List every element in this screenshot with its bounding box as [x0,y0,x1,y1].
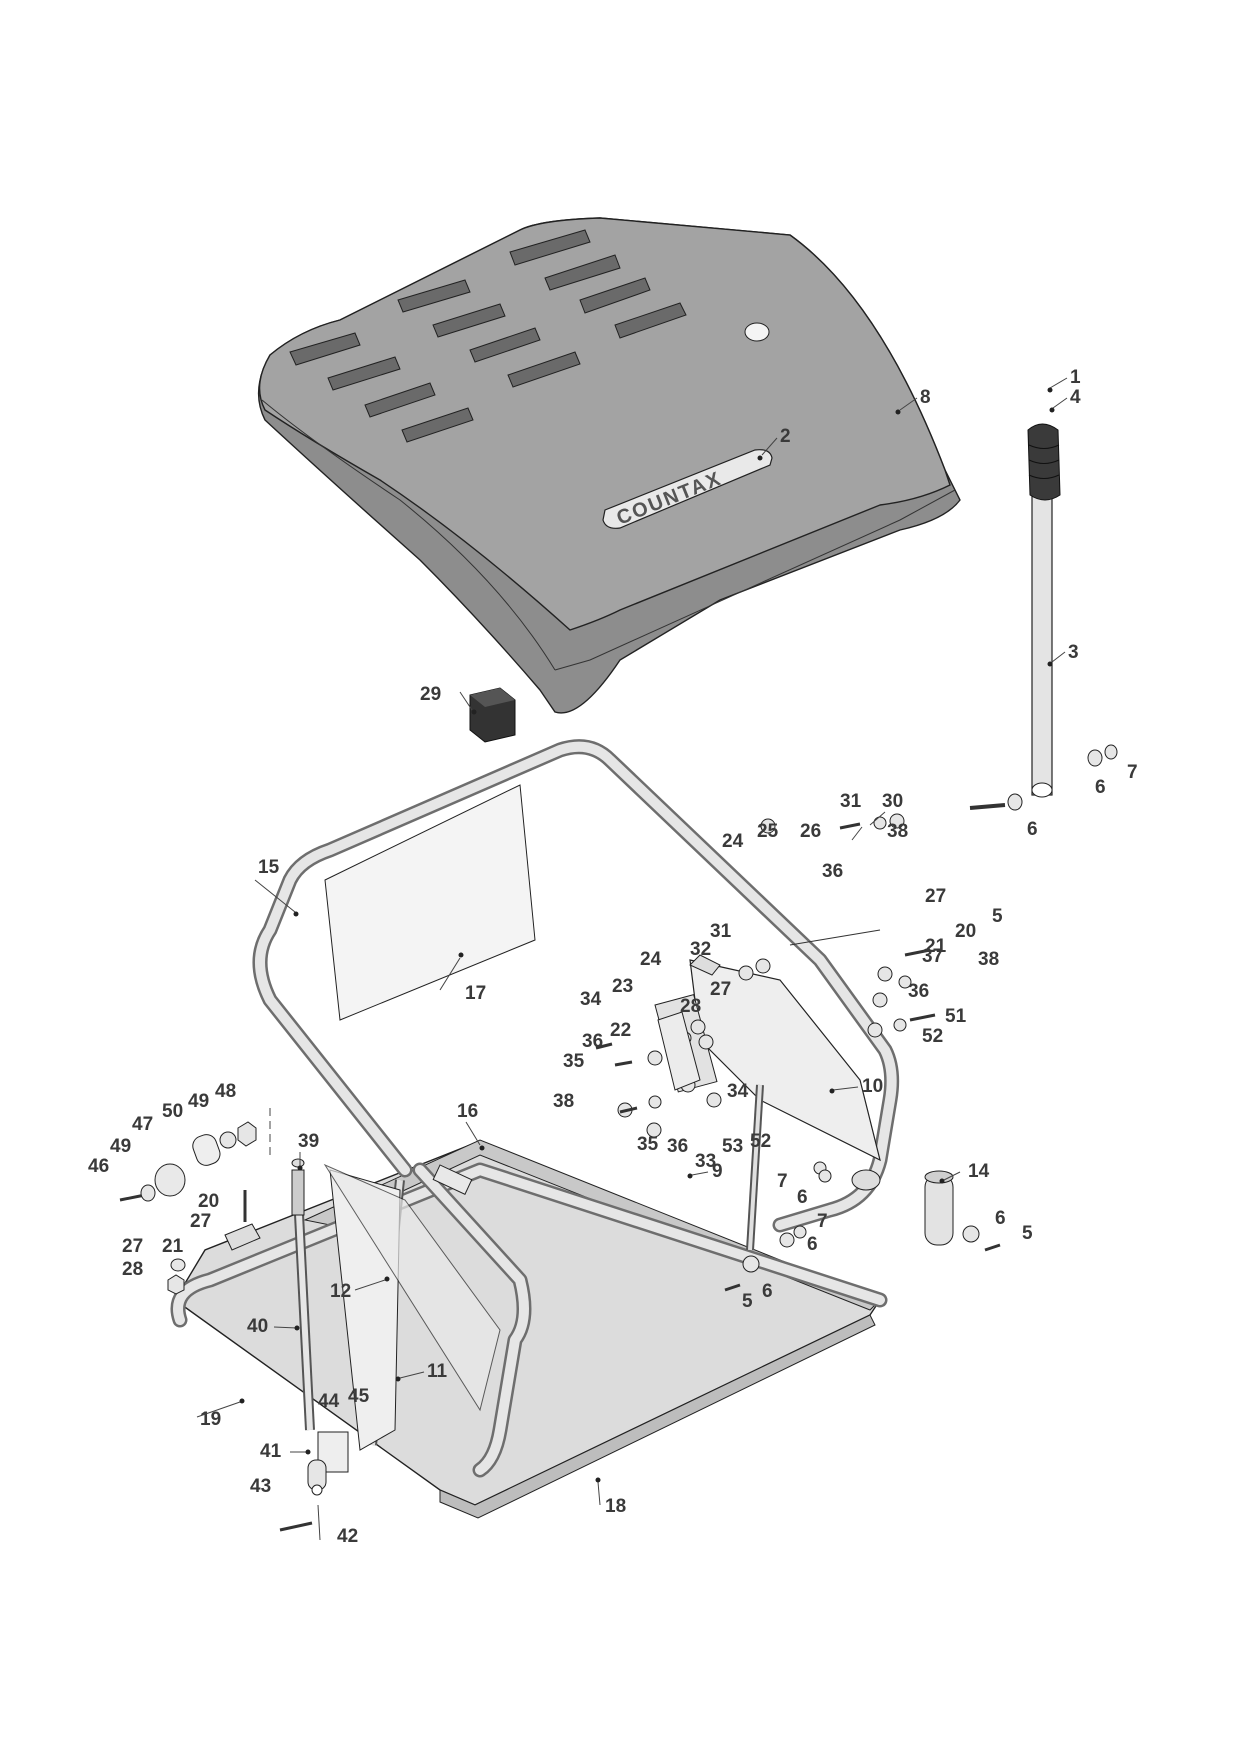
callout-6c: 6 [797,1187,808,1208]
callout-8: 8 [920,387,931,408]
callout-27a: 27 [925,886,946,907]
callout-49b: 49 [110,1136,131,1157]
callout-38a: 38 [887,821,908,842]
callout-6a: 6 [1095,777,1106,798]
callout-53: 53 [722,1136,743,1157]
callout-labels: 1 2 3 4 5 5 5 6 6 6 6 6 6 7 7 7 8 9 10 1… [88,367,1138,1547]
callout-6d: 6 [807,1234,818,1255]
leader-lines [196,377,1068,1541]
callout-50: 50 [162,1101,183,1122]
callout-26: 26 [800,821,821,842]
callout-52b: 52 [750,1131,771,1152]
callout-32: 32 [690,939,711,960]
callout-22: 22 [610,1020,631,1041]
seat-base-rails [317,1162,532,1478]
callout-30: 30 [882,791,903,812]
callout-6f: 6 [995,1208,1006,1229]
callout-24a: 24 [722,831,744,852]
seat-frame-part-15 [252,739,900,1233]
callout-2: 2 [780,426,791,447]
callout-29: 29 [420,684,441,705]
callout-52a: 52 [922,1026,943,1047]
callout-12: 12 [330,1281,351,1302]
callout-39: 39 [298,1131,319,1152]
callout-6b: 6 [1027,819,1038,840]
right-fastener-group [279,744,1118,1532]
callout-47: 47 [132,1114,153,1135]
callout-28a: 28 [680,996,701,1017]
callout-20b: 20 [198,1191,219,1212]
callout-6e: 6 [762,1281,773,1302]
left-fastener-group [119,1108,271,1295]
callout-45: 45 [348,1386,370,1407]
callout-5a: 5 [992,906,1003,927]
callout-41: 41 [260,1441,282,1462]
callout-16: 16 [457,1101,478,1122]
rubber-block-part-29 [469,687,516,743]
callout-11: 11 [427,1361,448,1382]
lever-handle-part-3 [1027,423,1061,798]
callout-37: 37 [922,946,943,967]
callout-27d: 27 [122,1236,143,1257]
callout-27c: 27 [190,1211,211,1232]
callout-36c: 36 [582,1031,603,1052]
callout-31a: 31 [840,791,862,812]
callout-5c: 5 [742,1291,753,1312]
callout-38b: 38 [978,949,999,970]
support-tube-part-19 [170,1162,888,1328]
callout-36d: 36 [667,1136,688,1157]
callout-20a: 20 [955,921,976,942]
anchor-dots [239,387,1055,1483]
callout-21a: 21 [925,936,947,957]
callout-15: 15 [258,857,280,878]
callout-42: 42 [337,1526,358,1547]
callout-23: 23 [612,976,633,997]
hood-cover: COUNTAX [257,217,961,714]
callout-49a: 49 [188,1091,209,1112]
callout-9: 9 [712,1161,723,1182]
callout-17: 17 [465,983,486,1004]
callout-21b: 21 [162,1236,184,1257]
callout-38c: 38 [553,1091,574,1112]
callout-28b: 28 [122,1259,143,1280]
callout-7b: 7 [777,1171,788,1192]
callout-34a: 34 [580,989,602,1010]
callout-33: 33 [695,1151,716,1172]
callout-43: 43 [250,1476,271,1497]
callout-36b: 36 [908,981,929,1002]
callout-40: 40 [247,1316,268,1337]
callout-18: 18 [605,1496,626,1517]
callout-14: 14 [968,1161,990,1182]
gas-strut-part-40 [291,1158,327,1496]
callout-4: 4 [1070,387,1081,408]
callout-35b: 35 [637,1134,659,1155]
callout-48: 48 [215,1081,236,1102]
callout-27b: 27 [710,979,731,1000]
bracket-part-22 [657,954,721,1091]
callout-35a: 35 [563,1051,585,1072]
callout-1: 1 [1070,367,1081,388]
callout-3: 3 [1068,642,1079,663]
callout-5b: 5 [1022,1223,1033,1244]
callout-7a: 7 [1127,762,1138,783]
callout-44: 44 [318,1391,340,1412]
callout-51: 51 [945,1006,967,1027]
callout-31b: 31 [710,921,732,942]
callout-46: 46 [88,1156,109,1177]
callout-7c: 7 [817,1211,828,1232]
callout-10: 10 [862,1076,883,1097]
callout-25: 25 [757,821,779,842]
tube-sleeve-part-14 [924,1170,954,1246]
callout-34b: 34 [727,1081,749,1102]
callout-24b: 24 [640,949,662,970]
callout-36a: 36 [822,861,843,882]
